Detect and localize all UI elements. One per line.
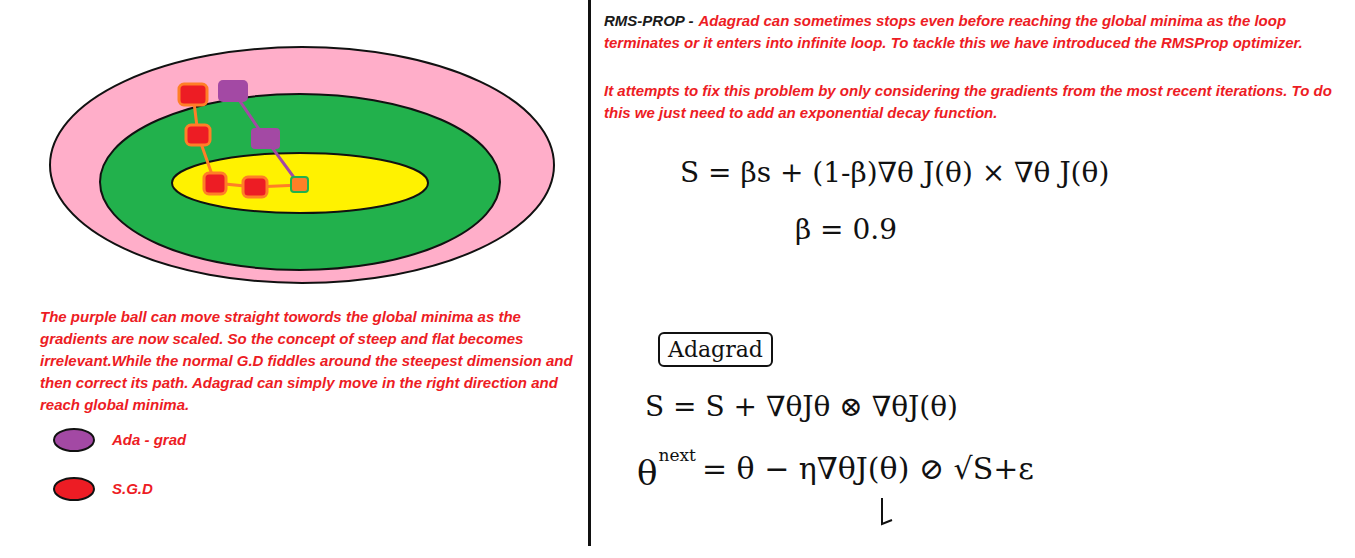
legend-text: S.G.D xyxy=(112,478,153,500)
rmsprop-intro: Adagrad can sometimes stops even before … xyxy=(604,12,1303,51)
legend-item: S.G.D xyxy=(52,476,153,502)
rmsprop-note: It attempts to fix this problem by only … xyxy=(604,80,1334,124)
adagrad-accumulator-formula: S = S + ∇θJθ ⊗ ∇θJ(θ) xyxy=(645,392,958,423)
method-box: Adagrad xyxy=(658,332,773,367)
explanation-note: The purple ball can move straight toword… xyxy=(40,306,585,416)
beta-value: β = 0.9 xyxy=(795,215,897,246)
outer-contour xyxy=(50,47,554,283)
minimum-marker xyxy=(291,177,308,192)
adagrad-ball xyxy=(251,128,280,149)
sgd-ball xyxy=(204,173,226,194)
superscript: next xyxy=(658,446,695,465)
bracket-mark xyxy=(882,498,892,524)
adagrad-update-formula: = θ − η∇θJ(θ) ⊘ √S+ε xyxy=(702,452,1034,485)
theta-symbol: θ xyxy=(637,455,657,492)
legend-swatch xyxy=(52,427,96,453)
sgd-ball xyxy=(186,125,210,145)
legend-text: Ada - grad xyxy=(112,429,186,451)
inner-contour xyxy=(172,153,428,213)
box-title: Adagrad xyxy=(668,337,763,362)
rmsprop-paragraph: RMS-PROP -Adagrad can sometimes stops ev… xyxy=(604,10,1334,54)
adagrad-path xyxy=(233,91,298,183)
rmsprop-formula: S = βs + (1-β)∇θ J(θ) × ∇θ J(θ) xyxy=(680,158,1109,189)
divider xyxy=(588,0,591,546)
middle-contour xyxy=(100,94,500,270)
adagrad-ball xyxy=(218,80,248,102)
sgd-ball xyxy=(179,84,207,105)
sgd-ball xyxy=(243,177,267,197)
legend-item: Ada - grad xyxy=(52,427,186,453)
section-heading: RMS-PROP - xyxy=(604,12,693,29)
legend-swatch xyxy=(52,476,96,502)
